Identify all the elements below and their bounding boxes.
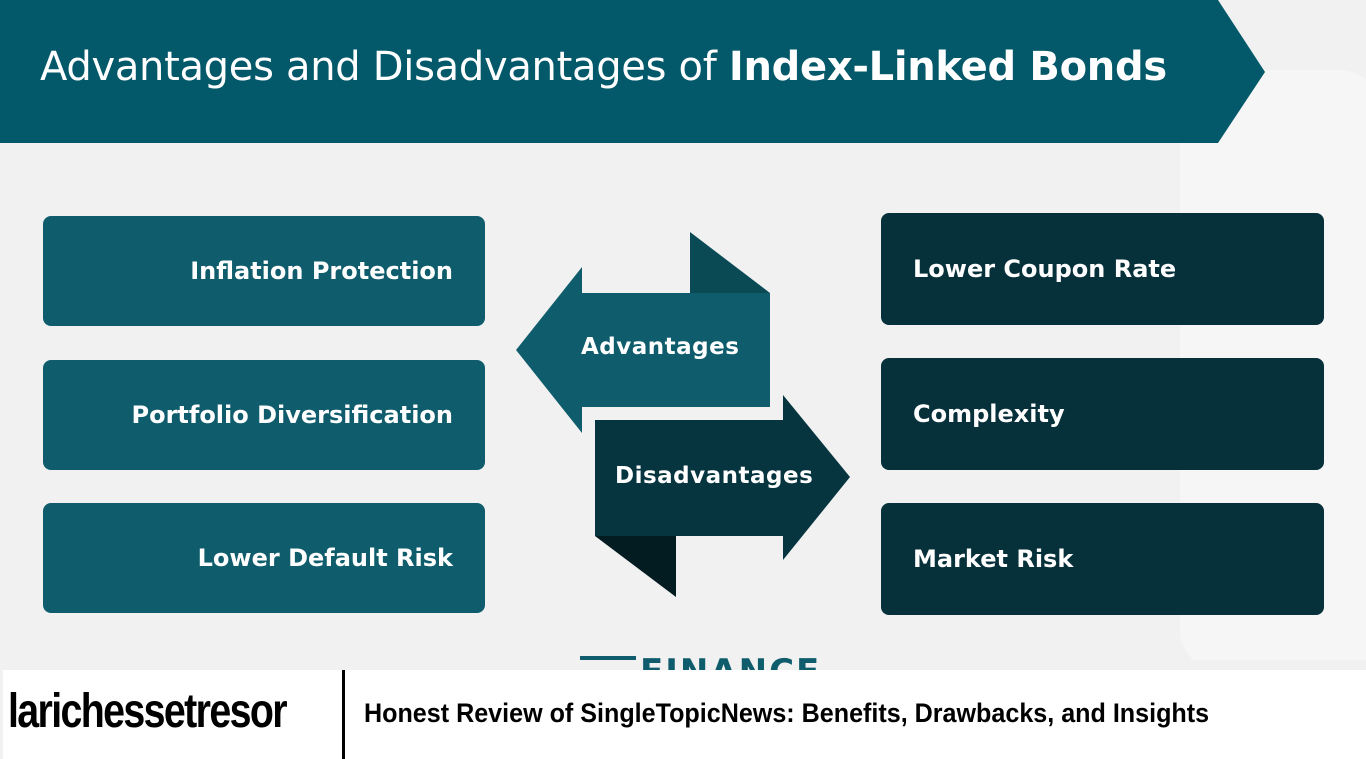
disadvantages-label: Disadvantages	[615, 463, 814, 489]
advantages-label: Advantages	[581, 334, 740, 360]
advantage-item: Lower Default Risk	[43, 503, 485, 613]
disadvantage-item: Complexity	[881, 358, 1324, 470]
advantages-arrow	[516, 267, 770, 433]
finance-logo: FINANCE	[640, 652, 821, 670]
banner-divider	[342, 670, 345, 759]
disadvantages-arrow-fold	[595, 536, 676, 597]
advantage-item: Inflation Protection	[43, 216, 485, 326]
finance-logo-mark	[580, 656, 636, 660]
site-banner	[3, 670, 1366, 759]
site-logo[interactable]: larichessetresor	[8, 685, 288, 738]
article-headline[interactable]: Honest Review of SingleTopicNews: Benefi…	[364, 698, 1210, 728]
page-title: Advantages and Disadvantages of Index-Li…	[40, 44, 1167, 90]
advantage-item: Portfolio Diversification	[43, 360, 485, 470]
disadvantage-item: Market Risk	[881, 503, 1324, 615]
header-banner	[0, 0, 1265, 143]
disadvantages-arrow	[595, 395, 850, 560]
disadvantage-item: Lower Coupon Rate	[881, 213, 1324, 325]
advantages-arrow-fold	[690, 232, 770, 293]
